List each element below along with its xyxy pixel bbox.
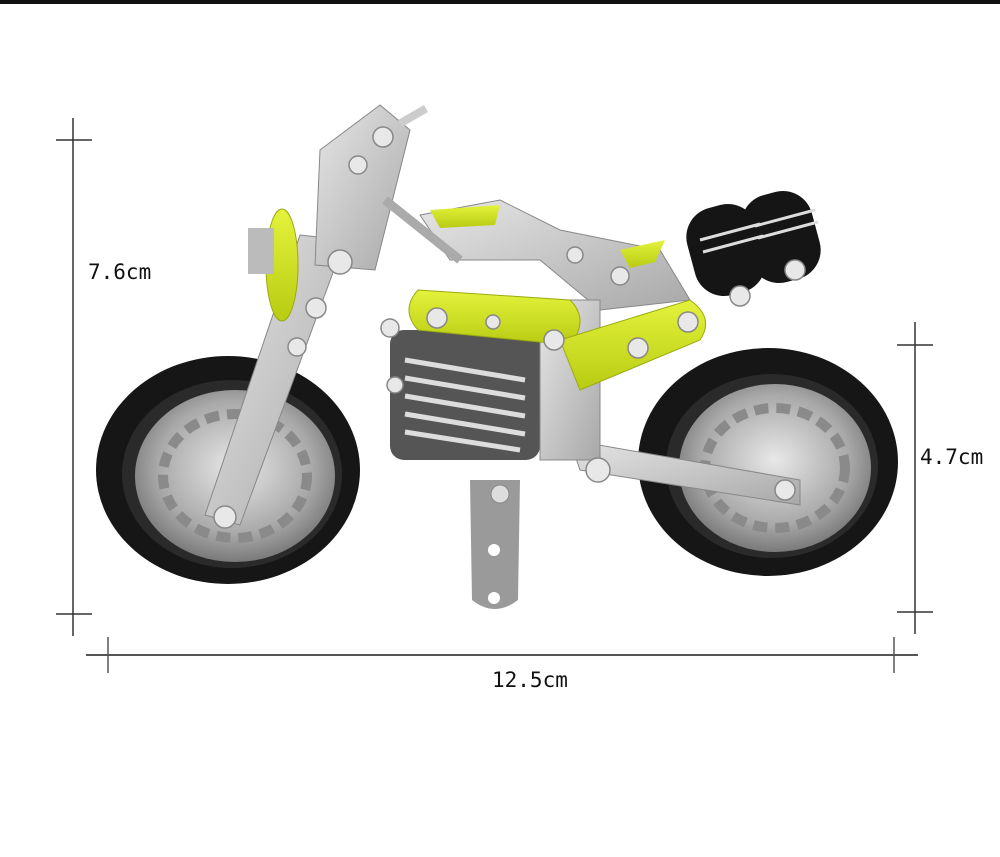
length-dimension-label: 12.5cm [492, 668, 568, 692]
threaded-rod [382, 196, 463, 264]
rear-wheel [638, 348, 898, 576]
lime-tank-accent [430, 205, 500, 228]
height-dimension-label: 7.6cm [88, 260, 152, 284]
dimension-wheel-height-line [897, 322, 933, 634]
dimension-height-line [56, 118, 92, 636]
wheel-height-dimension-label: 4.7cm [920, 445, 984, 469]
lime-seat-accent [620, 240, 665, 268]
dimension-length-line [86, 637, 918, 673]
engine [390, 330, 540, 460]
exhaust-rollers [686, 190, 821, 297]
top-border-strip [0, 0, 1000, 4]
screws [213, 126, 806, 529]
headstock [314, 104, 411, 271]
